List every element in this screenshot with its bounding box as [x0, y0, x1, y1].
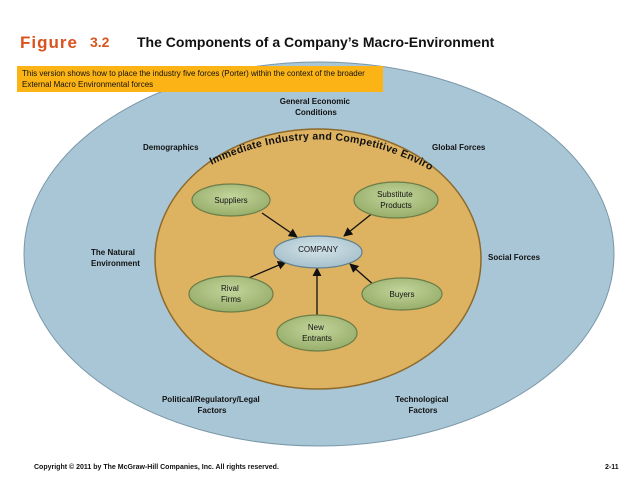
node-rivals-line2: Firms	[221, 295, 241, 304]
label-natural-line1: The Natural	[91, 248, 135, 257]
label-technological: Technological Factors	[395, 395, 450, 415]
footer-page-number: 2-11	[605, 464, 619, 471]
label-technological-line2: Factors	[409, 406, 438, 415]
node-buyers-line1: Buyers	[390, 290, 415, 299]
svg-text:New Entrants: New Entrants	[302, 323, 332, 343]
arrow-substitutes-to-company	[343, 211, 375, 237]
label-political-line1: Political/Regulatory/Legal	[162, 395, 260, 404]
node-rivals-line1: Rival	[221, 284, 239, 293]
footer-copyright: Copyright © 2011 by The McGraw-Hill Comp…	[34, 463, 279, 471]
node-suppliers: Suppliers	[191, 183, 271, 217]
figure-number: 3.2	[90, 34, 110, 50]
label-technological-line1: Technological	[395, 395, 448, 404]
label-social: Social Forces	[488, 253, 541, 262]
label-global-line1: Global Forces	[432, 143, 486, 152]
node-suppliers-line1: Suppliers	[214, 196, 247, 205]
node-new-entrants: New Entrants	[276, 314, 358, 352]
label-natural-line2: Environment	[91, 259, 140, 268]
node-rivals: Rival Firms	[188, 275, 274, 313]
explanatory-note: This version shows how to place the indu…	[17, 66, 383, 92]
label-general-economic-line1: General Economic	[280, 97, 351, 106]
node-new-entrants-line2: Entrants	[302, 334, 332, 343]
arrow-suppliers-to-company	[261, 212, 298, 238]
label-political: Political/Regulatory/Legal Factors	[162, 395, 262, 415]
node-company: COMPANY	[273, 235, 363, 269]
label-global: Global Forces	[432, 143, 486, 152]
svg-text:Rival Firms: Rival Firms	[221, 284, 241, 304]
svg-text:Suppliers: Suppliers	[214, 196, 247, 205]
node-buyers: Buyers	[361, 277, 443, 311]
figure-word: Figure	[20, 33, 78, 52]
label-general-economic: General Economic Conditions	[280, 97, 352, 117]
node-substitutes-line2: Products	[380, 201, 412, 210]
label-general-economic-line2: Conditions	[295, 108, 337, 117]
label-social-line1: Social Forces	[488, 253, 541, 262]
node-new-entrants-line1: New	[308, 323, 324, 332]
label-demographics: Demographics	[143, 143, 199, 152]
node-company-line1: COMPANY	[298, 245, 339, 254]
node-substitutes: Substitute Products	[353, 181, 439, 219]
svg-text:Buyers: Buyers	[390, 290, 415, 299]
svg-text:COMPANY: COMPANY	[298, 245, 339, 254]
label-political-line2: Factors	[198, 406, 227, 415]
label-natural: The Natural Environment	[91, 248, 140, 268]
svg-text:Substitute Products: Substitute Products	[377, 190, 415, 210]
arrow-buyers-to-company	[349, 263, 376, 287]
node-substitutes-line1: Substitute	[377, 190, 413, 199]
arrow-rivals-to-company	[243, 261, 287, 281]
figure-title: The Components of a Company’s Macro-Envi…	[137, 34, 495, 50]
label-demographics-line1: Demographics	[143, 143, 199, 152]
